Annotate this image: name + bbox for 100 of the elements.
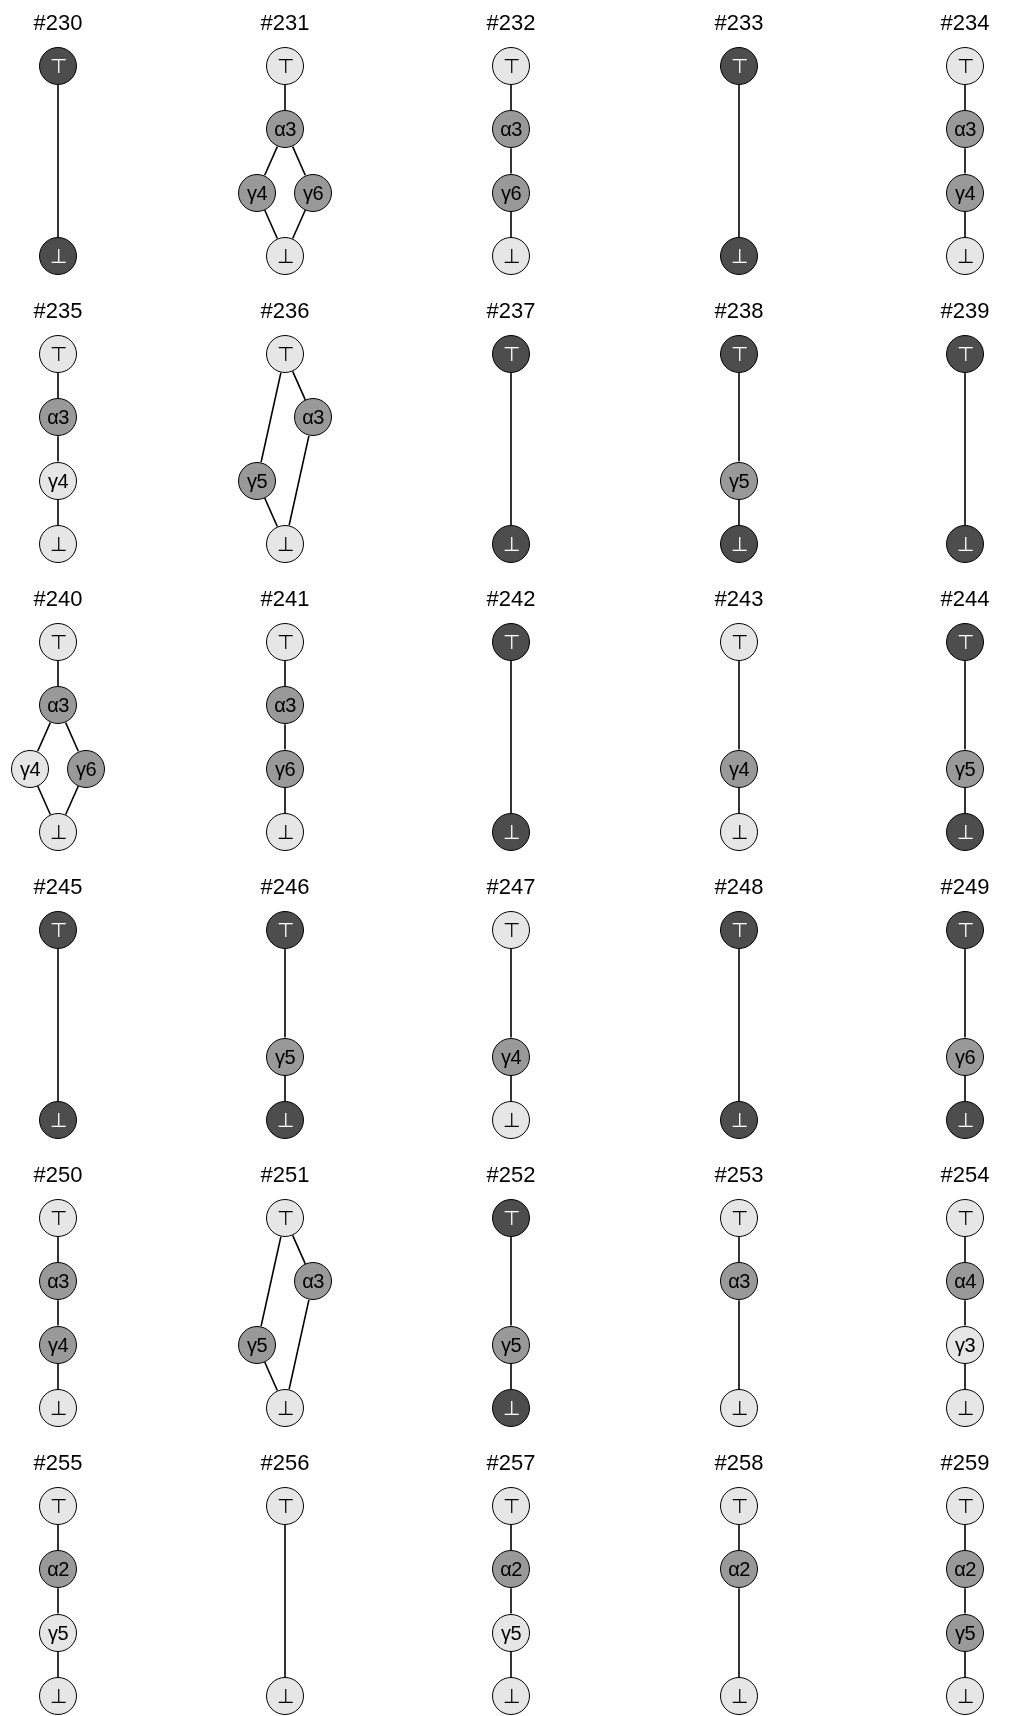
panel-number: #256 [260,1452,310,1474]
lattice-node: α3 [294,398,332,437]
panel-number: #246 [260,876,310,898]
lattice-node: ⊥ [492,236,530,275]
lattice-node: γ5 [946,749,984,788]
lattice-node: ⊤ [39,335,77,373]
lattice-node: ⊥ [492,812,530,851]
connector-line [510,948,512,1039]
connector-line [510,660,512,814]
lattice-node: ⊤ [720,911,758,949]
connector-line [263,209,279,240]
lattice-node: ⊥ [492,1676,530,1715]
connector-line [57,1524,59,1552]
lattice-node: ⊥ [266,1100,304,1139]
lattice-node: ⊥ [492,1388,530,1427]
lattice-node: ⊤ [492,47,530,85]
lattice-node: γ5 [492,1325,530,1364]
lattice-node: γ4 [946,173,984,212]
connector-line [510,210,512,238]
panel-number: #253 [714,1164,764,1186]
lattice-node: ⊤ [39,1487,77,1525]
panel-number: #231 [260,12,310,34]
panel-number: #241 [260,588,310,610]
panel-number: #255 [33,1452,83,1474]
lattice-node: ⊥ [39,1388,77,1427]
lattice-node: γ4 [39,461,77,500]
lattice-node: ⊥ [720,236,758,275]
connector-line [964,210,966,238]
lattice-node: ⊥ [39,1100,77,1139]
connector-line [291,370,307,401]
panel-number: #236 [260,300,310,322]
panel-number: #237 [486,300,536,322]
lattice-node: ⊤ [492,1199,530,1237]
connector-line [260,1235,282,1327]
lattice-node: ⊥ [266,236,304,275]
connector-line [510,372,512,526]
lattice-node: ⊤ [720,1199,758,1237]
connector-line [57,1299,59,1327]
panel-number: #240 [33,588,83,610]
panel-number: #234 [940,12,990,34]
lattice-node: γ4 [39,1325,77,1364]
connector-line [288,435,310,527]
lattice-node: ⊥ [946,1388,984,1427]
connector-line [284,1524,286,1678]
lattice-node: γ6 [266,749,304,788]
connector-line [57,1362,59,1390]
lattice-node: ⊤ [39,1199,77,1237]
lattice-node: α4 [946,1262,984,1301]
panel-number: #249 [940,876,990,898]
lattice-node: α3 [266,110,304,149]
connector-line [964,1074,966,1102]
connector-line [510,84,512,112]
lattice-node: ⊥ [39,812,77,851]
lattice-node: γ6 [492,173,530,212]
connector-line [510,1362,512,1390]
lattice-node: ⊥ [946,1676,984,1715]
connector-line [738,1587,740,1678]
lattice-node: ⊤ [492,1487,530,1525]
panel-number: #230 [33,12,83,34]
connector-line [291,1234,307,1265]
panel-number: #259 [940,1452,990,1474]
lattice-node: ⊤ [946,47,984,85]
panel-number: #238 [714,300,764,322]
connector-line [288,1299,310,1391]
lattice-node: γ6 [294,173,332,212]
lattice-node: ⊤ [946,335,984,373]
lattice-node: γ5 [238,461,276,500]
lattice-node: γ4 [11,749,49,788]
lattice-node: ⊥ [720,524,758,563]
connector-line [964,1236,966,1264]
panel-number: #243 [714,588,764,610]
lattice-node: γ4 [492,1037,530,1076]
connector-line [738,660,740,751]
lattice-node: ⊥ [720,1100,758,1139]
connector-line [738,786,740,814]
connector-line [57,1236,59,1264]
lattice-node: ⊤ [266,911,304,949]
connector-line [57,435,59,463]
connector-line [738,372,740,463]
connector-line [291,145,307,176]
connector-line [964,786,966,814]
lattice-node: ⊥ [39,524,77,563]
lattice-node: ⊥ [266,1676,304,1715]
lattice-node: ⊥ [492,524,530,563]
connector-line [738,1299,740,1390]
connector-line [57,372,59,400]
connector-line [284,660,286,688]
lattice-node: ⊤ [266,623,304,661]
lattice-node: γ5 [492,1613,530,1652]
panel-number: #244 [940,588,990,610]
lattice-node: ⊥ [266,1388,304,1427]
lattice-node: α3 [720,1262,758,1301]
lattice-node: α2 [39,1550,77,1589]
connector-line [260,371,282,463]
lattice-node: ⊤ [946,1487,984,1525]
panel-number: #250 [33,1164,83,1186]
lattice-node: γ5 [720,461,758,500]
lattice-node: ⊥ [720,812,758,851]
connector-line [36,721,52,752]
panel-number: #245 [33,876,83,898]
